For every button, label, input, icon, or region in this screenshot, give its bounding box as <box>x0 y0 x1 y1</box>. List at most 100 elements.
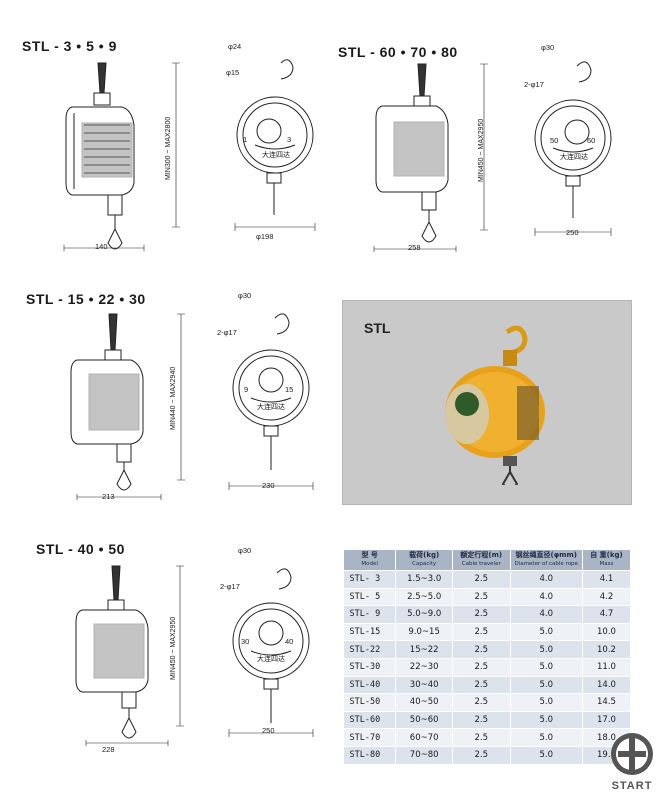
balancer-photo <box>445 325 545 485</box>
top-hook-diameter: φ30 <box>238 291 252 300</box>
start-logo-icon <box>611 733 653 775</box>
top-hook-diameter: φ24 <box>228 42 242 51</box>
travel-range-label: MIN450 ~ MAX2950 <box>170 616 177 680</box>
header-rope-diameter: 钢丝绳直径(φmm)Diameter of cable rope <box>509 549 583 571</box>
cell-rope-diameter: 5.0 <box>510 676 583 695</box>
cell-model: STL-22 <box>343 640 397 659</box>
dial-scale-low: 9 <box>244 385 249 394</box>
cell-mass: 14.0 <box>582 676 632 695</box>
cell-capacity: 9.0~15 <box>395 623 454 642</box>
cell-cable-travel: 2.5 <box>452 746 511 765</box>
cell-capacity: 50~60 <box>395 711 454 730</box>
cell-cable-travel: 2.5 <box>452 605 511 624</box>
top-hook-diameter: φ30 <box>238 546 252 555</box>
cell-capacity: 2.5~5.0 <box>395 588 454 607</box>
dial-scale-low: 50 <box>550 136 559 145</box>
width-dimension: 140 <box>95 242 108 251</box>
front-view-drawing-stl-60-70-80 <box>534 61 612 236</box>
model-title-stl-40-50: STL - 40 • 50 <box>36 541 125 557</box>
dial-brand-text: 大连四达 <box>262 152 290 159</box>
side-view-drawing-stl-40-50 <box>75 565 184 746</box>
cell-mass: 11.0 <box>582 658 632 677</box>
cell-cable-travel: 2.5 <box>452 676 511 695</box>
cell-model: STL-50 <box>343 693 397 712</box>
front-view-drawing-stl-3-5-9 <box>234 59 316 231</box>
cell-model: STL-60 <box>343 711 397 730</box>
side-view-drawing-stl-60-70-80 <box>373 63 488 252</box>
cell-cable-travel: 2.5 <box>452 711 511 730</box>
dial-scale-low: 1 <box>243 135 248 144</box>
photo-label: STL <box>364 320 391 336</box>
cell-model: STL- 3 <box>343 570 397 589</box>
travel-range-label: MIN450 ~ MAX2950 <box>478 118 485 182</box>
side-hole-diameter: φ15 <box>226 68 240 77</box>
cell-model: STL-30 <box>343 658 397 677</box>
side-view-drawing-stl-15-22-30 <box>70 313 185 500</box>
body-diameter: φ198 <box>256 232 274 241</box>
cell-mass: 4.2 <box>582 588 632 607</box>
front-view-drawing-stl-40-50 <box>228 568 314 737</box>
side-view-drawing-stl-3-5-9 <box>63 62 180 251</box>
cell-model: STL-40 <box>343 676 397 695</box>
cell-model: STL-15 <box>343 623 397 642</box>
cell-capacity: 70~80 <box>395 746 454 765</box>
cell-cable-travel: 2.5 <box>452 588 511 607</box>
dial-scale-high: 40 <box>285 637 294 646</box>
cell-capacity: 5.0~9.0 <box>395 605 454 624</box>
cell-capacity: 22~30 <box>395 658 454 677</box>
top-hook-diameter: φ30 <box>541 43 555 52</box>
cell-rope-diameter: 5.0 <box>510 711 583 730</box>
cell-model: STL-80 <box>343 746 397 765</box>
cell-cable-travel: 2.5 <box>452 693 511 712</box>
header-cable-travel: 额定行程(m)Cable traveler <box>452 549 511 571</box>
cell-rope-diameter: 5.0 <box>510 728 583 747</box>
cell-mass: 4.1 <box>582 570 632 589</box>
dial-brand-text: 大连四达 <box>257 656 285 663</box>
cell-cable-travel: 2.5 <box>452 640 511 659</box>
product-photo-panel: STL <box>342 300 632 505</box>
cell-rope-diameter: 5.0 <box>510 640 583 659</box>
body-diameter: 230 <box>262 481 275 490</box>
cell-cable-travel: 2.5 <box>452 623 511 642</box>
header-capacity: 载荷(kg)Capacity <box>395 549 454 571</box>
side-hole-diameter: 2-φ17 <box>217 328 237 337</box>
cell-cable-travel: 2.5 <box>452 728 511 747</box>
model-title-stl-15-22-30: STL - 15 • 22 • 30 <box>26 291 146 307</box>
cell-rope-diameter: 4.0 <box>510 605 583 624</box>
cell-rope-diameter: 5.0 <box>510 658 583 677</box>
side-hole-diameter: 2-φ17 <box>220 582 240 591</box>
dial-brand-text: 大连四达 <box>257 404 285 411</box>
cell-mass: 14.5 <box>582 693 632 712</box>
front-view-drawing-stl-15-22-30 <box>228 313 314 490</box>
model-title-stl-3-5-9: STL - 3 • 5 • 9 <box>22 38 117 54</box>
header-mass: 自 重(kg)Mass <box>581 549 632 571</box>
dial-scale-low: 30 <box>241 637 250 646</box>
dial-scale-high: 15 <box>285 385 294 394</box>
cell-rope-diameter: 5.0 <box>510 693 583 712</box>
cell-capacity: 30~40 <box>395 676 454 695</box>
cell-capacity: 1.5~3.0 <box>395 570 454 589</box>
cell-model: STL- 9 <box>343 605 397 624</box>
travel-range-label: MIN300 ~ MAX2800 <box>165 116 172 180</box>
start-logo: START <box>605 730 659 798</box>
dial-scale-high: 60 <box>587 136 596 145</box>
cell-rope-diameter: 5.0 <box>510 746 583 765</box>
model-title-stl-60-70-80: STL - 60 • 70 • 80 <box>338 44 458 60</box>
cell-mass: 4.7 <box>582 605 632 624</box>
cell-mass: 10.2 <box>582 640 632 659</box>
cell-rope-diameter: 4.0 <box>510 588 583 607</box>
cell-rope-diameter: 4.0 <box>510 570 583 589</box>
start-logo-text: START <box>611 780 653 792</box>
